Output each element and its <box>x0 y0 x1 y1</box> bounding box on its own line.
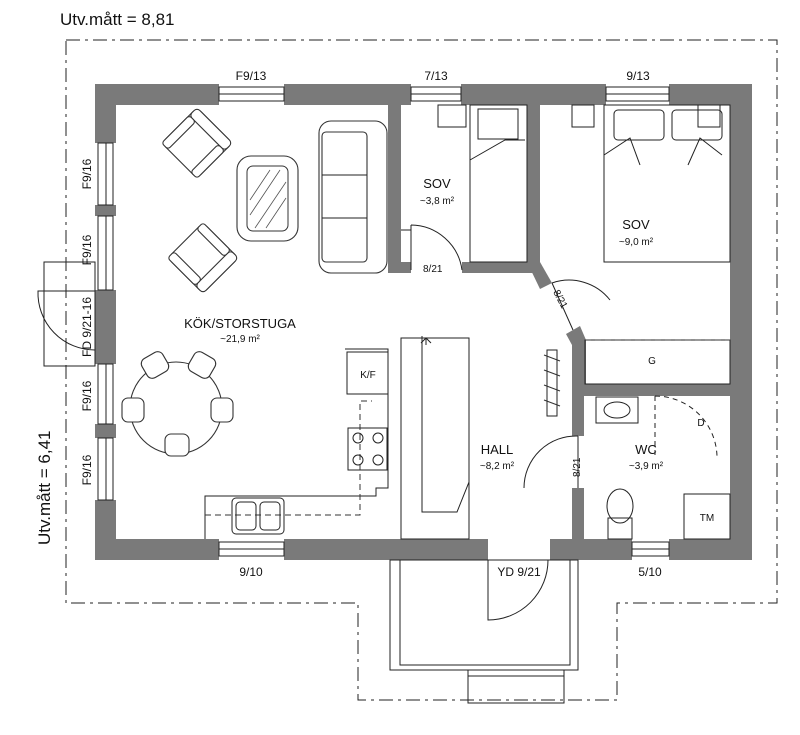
roof-outline <box>65 39 778 701</box>
windows <box>97 86 670 557</box>
width-dimension: Utv.mått = 8,81 <box>60 10 174 29</box>
window-label-top-left: F9/13 <box>236 69 267 83</box>
door-label-entry: YD 9/21 <box>497 565 541 579</box>
window-label-left-3: F9/16 <box>80 380 94 411</box>
window-label-left-door: FD 9/21-16 <box>80 297 94 357</box>
fixture-label-kf: K/F <box>360 370 376 381</box>
fixture-label-tm: TM <box>700 513 714 524</box>
window-label-bottom-left: 9/10 <box>239 565 263 579</box>
room-name-wc: WC <box>635 442 657 457</box>
exterior-walls <box>95 84 752 560</box>
fixture-label-g: G <box>648 356 656 367</box>
interior-walls <box>388 105 730 540</box>
room-name-hall: HALL <box>481 442 514 457</box>
hall-storage <box>400 336 561 540</box>
room-area-wc: ~3,9 m² <box>629 461 664 472</box>
bedroom-furniture <box>437 104 731 385</box>
room-name-sov-large: SOV <box>622 217 650 232</box>
room-area-sov-small: ~3,8 m² <box>420 196 455 207</box>
door-label-wc: 8/21 <box>572 457 583 477</box>
room-area-kok: ~21,9 m² <box>220 334 260 345</box>
room-name-kok: KÖK/STORSTUGA <box>184 316 296 331</box>
window-label-left-2: F9/16 <box>80 234 94 265</box>
window-label-top-mid: 7/13 <box>424 69 448 83</box>
window-label-left-4: F9/16 <box>80 454 94 485</box>
fixture-label-d: D <box>697 418 704 429</box>
window-label-left-1: F9/16 <box>80 158 94 189</box>
room-name-sov-small: SOV <box>423 176 451 191</box>
door-label-sov-large: 8/21 <box>550 288 569 311</box>
porch <box>389 559 579 704</box>
window-label-bottom-right: 5/10 <box>638 565 662 579</box>
room-area-hall: ~8,2 m² <box>480 461 515 472</box>
room-area-sov-large: ~9,0 m² <box>619 237 654 248</box>
depth-dimension: Utv.mått = 6,41 <box>35 431 54 545</box>
door-label-sov-small: 8/21 <box>423 264 443 275</box>
kitchen-fixtures <box>204 348 389 539</box>
window-label-top-right: 9/13 <box>626 69 650 83</box>
living-furniture <box>121 108 388 457</box>
wc-fixtures <box>595 396 731 540</box>
